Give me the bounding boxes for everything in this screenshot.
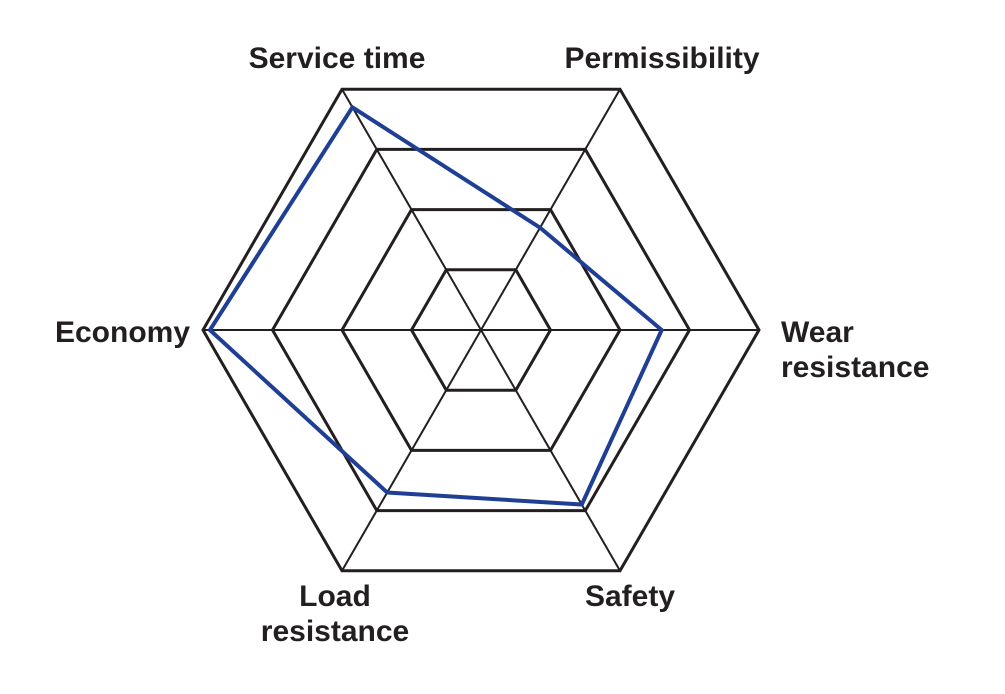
radar-spokes <box>203 88 759 572</box>
axis-label-line: resistance <box>781 351 929 384</box>
axis-label-1: Service time <box>249 42 426 75</box>
axis-label-line: Safety <box>585 580 675 613</box>
axis-label-line: resistance <box>261 615 409 648</box>
axis-label-line: Permissibility <box>564 42 759 75</box>
axis-label-4: Safety <box>585 580 675 613</box>
spoke-2 <box>480 88 621 331</box>
axis-label-2: Permissibility <box>564 42 759 75</box>
axis-label-6: Economy <box>55 316 190 349</box>
axis-label-line: Wear <box>781 316 854 349</box>
spoke-4 <box>480 329 621 572</box>
spoke-1 <box>341 88 482 331</box>
axis-label-line: Load <box>299 580 371 613</box>
axis-label-line: Service time <box>249 42 426 75</box>
spoke-5 <box>341 329 482 572</box>
radar-series <box>207 104 665 507</box>
axis-label-line: Economy <box>55 316 190 349</box>
